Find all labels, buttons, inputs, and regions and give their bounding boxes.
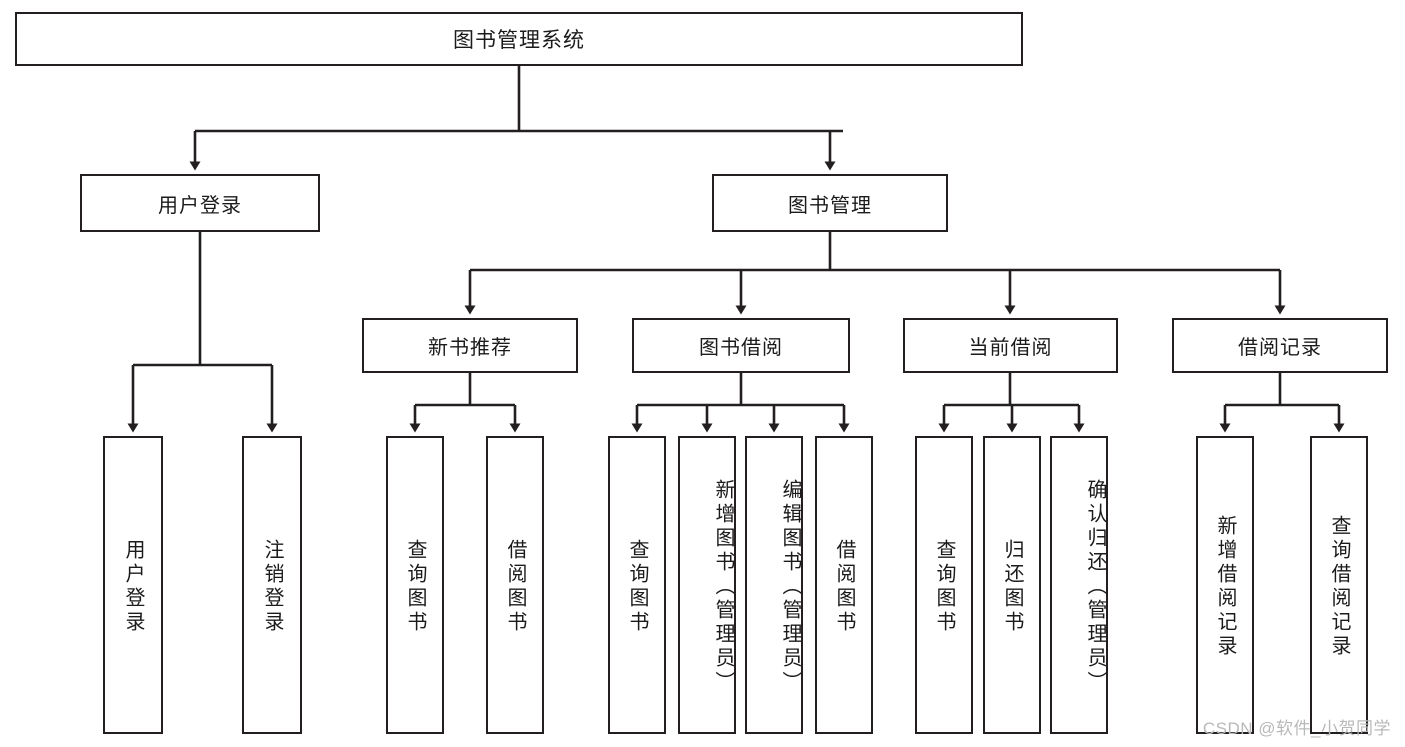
node-leaf-query-record[interactable]: 查询借阅记录 xyxy=(1310,436,1368,734)
watermark-text: CSDN @软件_小贺同学 xyxy=(1202,719,1391,738)
node-book-manage-label: 图书管理 xyxy=(788,194,872,217)
node-leaf-user-logout-label: 注销登录 xyxy=(261,539,283,635)
node-user-login-label: 用户登录 xyxy=(158,194,242,217)
node-new-book-recommend-label: 新书推荐 xyxy=(428,337,512,359)
node-leaf-add-record-label: 新增借阅记录 xyxy=(1214,515,1236,659)
node-root[interactable]: 图书管理系统 xyxy=(15,12,1023,66)
node-new-book-recommend[interactable]: 新书推荐 xyxy=(362,318,578,373)
node-leaf-query-book-1-label: 查询图书 xyxy=(404,539,426,635)
node-book-borrow[interactable]: 图书借阅 xyxy=(632,318,850,373)
node-leaf-edit-book[interactable]: 编辑图书（管理员） xyxy=(745,436,803,734)
node-leaf-add-book-label: 新增图书（管理员） xyxy=(712,479,734,695)
node-leaf-edit-book-label: 编辑图书（管理员） xyxy=(779,479,801,695)
node-root-label: 图书管理系统 xyxy=(453,29,585,52)
node-leaf-confirm-return-label: 确认归还（管理员） xyxy=(1084,479,1106,695)
node-current-borrow[interactable]: 当前借阅 xyxy=(903,318,1118,373)
node-book-manage[interactable]: 图书管理 xyxy=(712,174,948,232)
node-leaf-user-logout[interactable]: 注销登录 xyxy=(242,436,302,734)
node-leaf-borrow-book-1[interactable]: 借阅图书 xyxy=(486,436,544,734)
node-leaf-add-record[interactable]: 新增借阅记录 xyxy=(1196,436,1254,734)
node-leaf-return-book-label: 归还图书 xyxy=(1001,539,1023,635)
node-leaf-confirm-return[interactable]: 确认归还（管理员） xyxy=(1050,436,1108,734)
node-leaf-query-book-2-label: 查询图书 xyxy=(626,539,648,635)
node-leaf-user-login[interactable]: 用户登录 xyxy=(103,436,163,734)
node-leaf-borrow-book-2[interactable]: 借阅图书 xyxy=(815,436,873,734)
node-borrow-record[interactable]: 借阅记录 xyxy=(1172,318,1388,373)
node-book-borrow-label: 图书借阅 xyxy=(699,337,783,359)
node-user-login[interactable]: 用户登录 xyxy=(80,174,320,232)
node-leaf-add-book[interactable]: 新增图书（管理员） xyxy=(678,436,736,734)
node-leaf-query-book-3[interactable]: 查询图书 xyxy=(915,436,973,734)
node-leaf-query-record-label: 查询借阅记录 xyxy=(1328,515,1350,659)
node-borrow-record-label: 借阅记录 xyxy=(1238,337,1322,359)
node-leaf-borrow-book-1-label: 借阅图书 xyxy=(504,539,526,635)
node-leaf-user-login-label: 用户登录 xyxy=(122,539,144,635)
node-current-borrow-label: 当前借阅 xyxy=(968,337,1053,359)
node-leaf-borrow-book-2-label: 借阅图书 xyxy=(833,539,855,635)
node-leaf-query-book-2[interactable]: 查询图书 xyxy=(608,436,666,734)
node-leaf-query-book-3-label: 查询图书 xyxy=(933,539,955,635)
node-leaf-return-book[interactable]: 归还图书 xyxy=(983,436,1041,734)
node-leaf-query-book-1[interactable]: 查询图书 xyxy=(386,436,444,734)
